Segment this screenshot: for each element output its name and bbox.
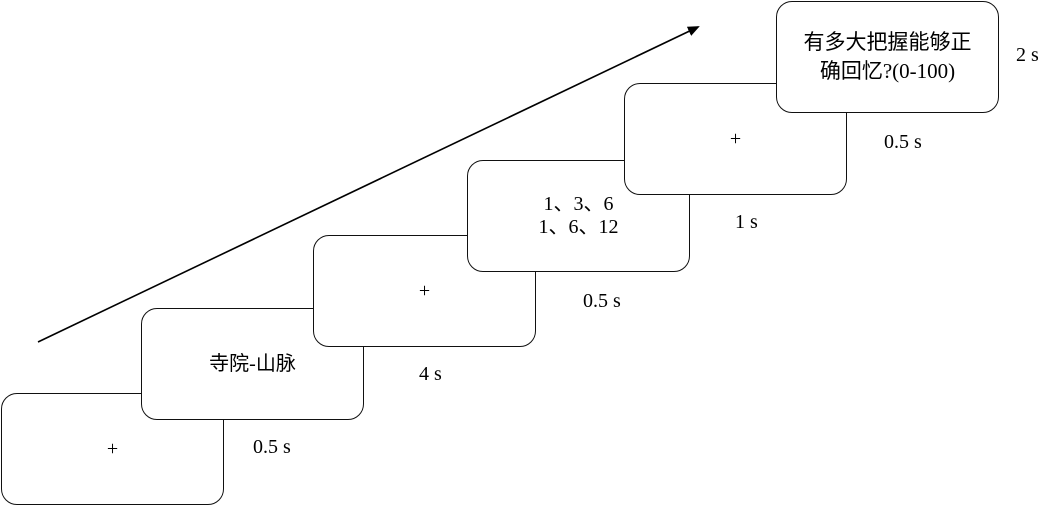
fixation-cross: + xyxy=(418,279,431,302)
number-line: 1、3、6 xyxy=(543,193,614,215)
duration-label: 0.5 s xyxy=(884,131,922,153)
question-line: 有多大把握能够正 xyxy=(803,30,972,54)
question-line: 确回忆?(0-100) xyxy=(819,59,956,83)
word-pair-text: 寺院-山脉 xyxy=(209,352,296,375)
duration-label: 0.5 s xyxy=(583,290,621,312)
duration-label: 4 s xyxy=(419,363,442,385)
fixation-cross: + xyxy=(729,127,742,150)
duration-label: 0.5 s xyxy=(253,436,291,458)
screen-confidence-judgment: 有多大把握能够正 确回忆?(0-100) xyxy=(776,1,999,113)
fixation-cross: + xyxy=(106,437,119,460)
number-line: 1、6、12 xyxy=(538,216,619,238)
arrow-line xyxy=(37,26,700,343)
screen-number-task: 1、3、6 1、6、12 xyxy=(467,160,690,272)
duration-label: 1 s xyxy=(735,211,758,233)
duration-label: 2 s xyxy=(1016,44,1039,66)
